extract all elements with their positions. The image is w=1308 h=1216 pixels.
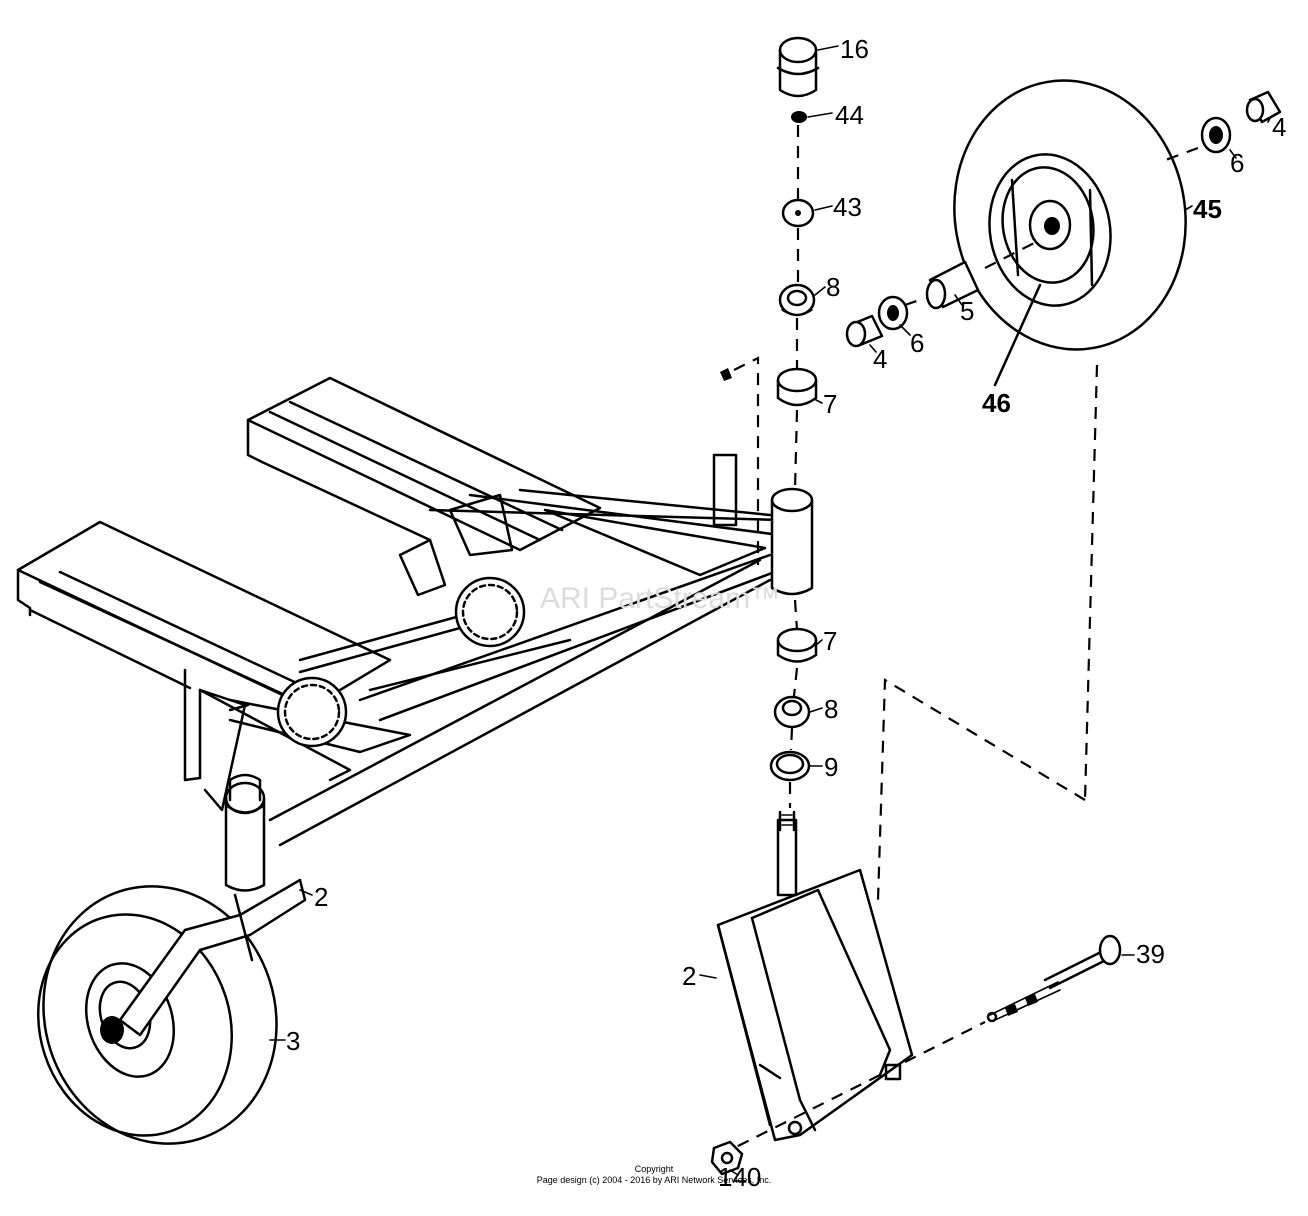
nut-140	[710, 1140, 744, 1176]
callout-6-left: 6	[910, 328, 924, 358]
washer-6-left	[877, 295, 909, 331]
callout-7-top: 7	[823, 389, 837, 419]
race-7-mid	[776, 627, 818, 663]
copyright-footer: Copyright Page design (c) 2004 - 2016 by…	[0, 1164, 1308, 1186]
wheel-45	[953, 79, 1187, 351]
sprocket-rear	[454, 576, 526, 648]
callout-16: 16	[840, 34, 869, 64]
callout-5: 5	[960, 296, 974, 326]
caster-wheel-rear	[36, 878, 307, 1145]
callout-45: 45	[1193, 194, 1222, 224]
callout-4-left: 4	[873, 344, 887, 374]
footer-copyright: Copyright	[634, 1164, 674, 1174]
callout-2-left: 2	[314, 882, 328, 912]
caster-fork-front	[716, 810, 914, 1142]
footer-page-design: Page design (c) 2004 - 2016 by ARI Netwo…	[536, 1175, 772, 1185]
callout-8-top: 8	[826, 272, 840, 302]
sprocket-front	[276, 676, 348, 748]
bolt-39	[986, 934, 1122, 1023]
callout-2-right: 2	[682, 961, 696, 991]
pivot-stack	[769, 36, 820, 808]
callout-9: 9	[824, 752, 838, 782]
callout-43: 43	[833, 192, 862, 222]
seal-9	[769, 750, 811, 782]
race-7-top	[776, 367, 818, 407]
bushing-4-right	[1245, 90, 1282, 124]
callout-4-right: 4	[1272, 112, 1286, 142]
pivot-tube-rear	[224, 773, 266, 892]
callout-8-mid: 8	[824, 694, 838, 724]
callout-3: 3	[286, 1026, 300, 1056]
pivot-tube-front	[770, 487, 814, 596]
bearing-8-mid	[773, 695, 811, 729]
callout-46: 46	[982, 388, 1011, 418]
callout-39: 39	[1136, 939, 1165, 969]
fitting-44	[791, 111, 807, 123]
bushing-4-left	[845, 314, 884, 348]
washer-6-right	[1200, 116, 1232, 154]
spacer-5	[925, 260, 980, 310]
washer-43	[781, 198, 815, 228]
leader-lines	[269, 45, 1271, 1176]
callout-140: 140	[718, 1162, 761, 1192]
callout-labels: 16 44 43 8 7 7 8 9 4 6 45 5 6 4 46 2 3 2…	[286, 34, 1286, 1192]
callout-6-right: 6	[1230, 148, 1244, 178]
callout-44: 44	[835, 100, 864, 130]
callout-7-mid: 7	[823, 626, 837, 656]
cap-16	[776, 36, 820, 98]
bearing-8-top	[778, 283, 816, 317]
frame-assembly	[16, 376, 814, 892]
